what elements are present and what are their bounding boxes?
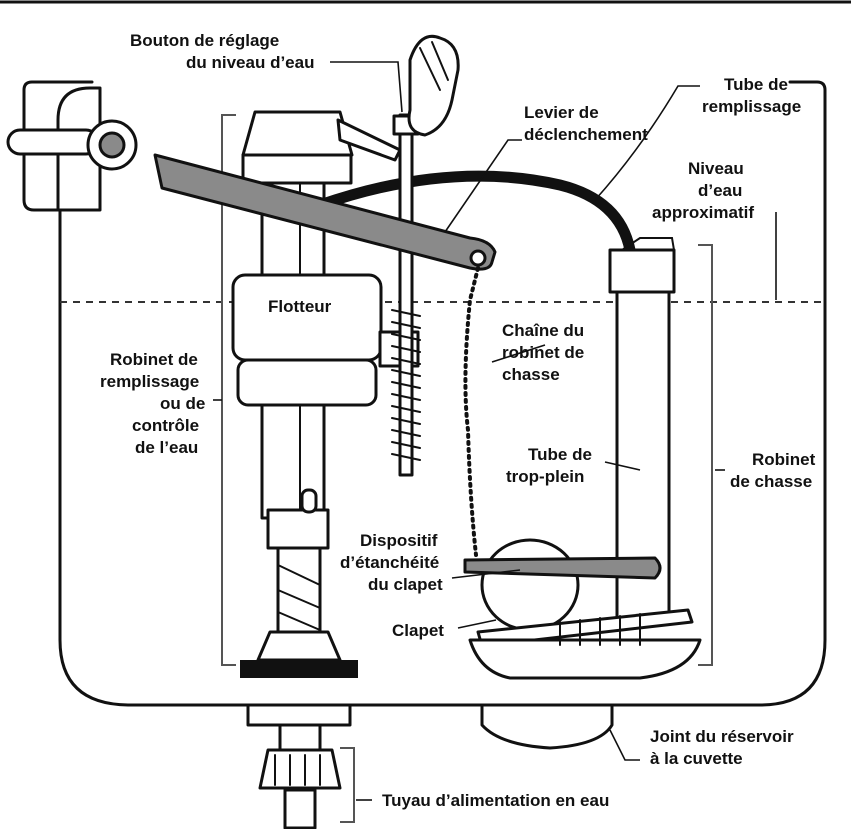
flush-valve-bracket bbox=[698, 244, 713, 666]
label-joint-1: Joint du réservoir bbox=[650, 727, 794, 746]
label-robinet-remplissage-5: de l’eau bbox=[135, 438, 198, 457]
flush-chain bbox=[463, 266, 480, 557]
label-flotteur: Flotteur bbox=[268, 297, 332, 316]
flush-handle bbox=[6, 119, 138, 171]
label-niveau-3: approximatif bbox=[652, 203, 754, 222]
label-bouton-2: du niveau d’eau bbox=[186, 53, 314, 72]
label-chaine-2: robinet de bbox=[502, 343, 584, 362]
label-tube-remplissage-2: remplissage bbox=[702, 97, 801, 116]
label-joint-2: à la cuvette bbox=[650, 749, 743, 768]
label-bouton-1: Bouton de réglage bbox=[130, 31, 279, 50]
label-robinet-chasse-1: Robinet bbox=[752, 450, 816, 469]
label-dispositif-2: d’étanchéité bbox=[340, 553, 439, 572]
label-tube-trop-plein-1: Tube de bbox=[528, 445, 592, 464]
label-robinet-remplissage-2: remplissage bbox=[100, 372, 199, 391]
trip-lever bbox=[153, 153, 497, 271]
label-robinet-remplissage-1: Robinet de bbox=[110, 350, 198, 369]
fill-valve-foot bbox=[240, 660, 358, 678]
overflow-tube-top bbox=[608, 248, 676, 294]
label-tube-trop-plein-2: trop-plein bbox=[506, 467, 584, 486]
tank-outline bbox=[56, 86, 102, 212]
label-niveau-2: d’eau bbox=[698, 181, 742, 200]
flush-valve-base bbox=[468, 638, 702, 680]
label-niveau-1: Niveau bbox=[688, 159, 744, 178]
fill-valve-lock bbox=[266, 508, 330, 550]
hand-icon bbox=[407, 34, 460, 137]
label-robinet-chasse-2: de chasse bbox=[730, 472, 812, 491]
supply-coupling bbox=[258, 748, 342, 790]
label-robinet-remplissage-3: ou de bbox=[160, 394, 205, 413]
label-levier-2: déclenchement bbox=[524, 125, 648, 144]
label-clapet: Clapet bbox=[392, 621, 444, 640]
label-chaine-3: chasse bbox=[502, 365, 560, 384]
tank-gasket bbox=[480, 703, 614, 750]
label-dispositif-3: du clapet bbox=[368, 575, 443, 594]
supply-pipe bbox=[283, 788, 317, 829]
label-robinet-remplissage-4: contrôle bbox=[132, 416, 199, 435]
fill-tube bbox=[314, 170, 636, 256]
label-tuyau: Tuyau d’alimentation en eau bbox=[382, 791, 609, 810]
label-tube-remplissage-1: Tube de bbox=[724, 75, 788, 94]
label-levier-1: Levier de bbox=[524, 103, 599, 122]
fill-valve-cap-base bbox=[241, 153, 353, 185]
tank-nut bbox=[246, 703, 352, 727]
flapper-seal-arm bbox=[463, 556, 662, 580]
tank-body bbox=[22, 80, 827, 707]
label-dispositif-1: Dispositif bbox=[360, 531, 438, 550]
fill-valve-cap bbox=[241, 110, 354, 157]
fill-valve-arm bbox=[336, 118, 402, 162]
adjustment-spring bbox=[391, 309, 421, 461]
label-chaine-1: Chaîne du bbox=[502, 321, 584, 340]
fill-valve-base bbox=[256, 630, 342, 662]
flapper bbox=[480, 538, 580, 632]
supply-bracket bbox=[340, 747, 355, 823]
fill-valve-bracket bbox=[221, 114, 236, 666]
float bbox=[231, 273, 420, 407]
